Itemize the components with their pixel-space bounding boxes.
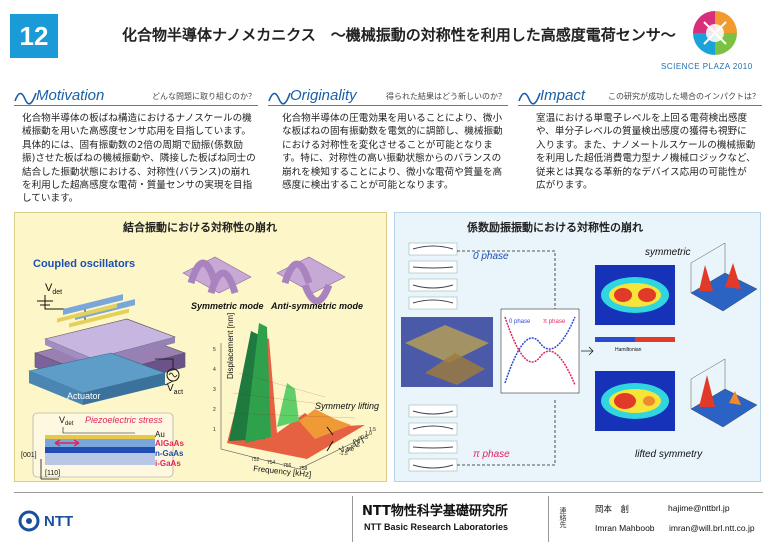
layer-igaas: i-GaAs: [155, 459, 181, 468]
hamiltonian-label: Hamiltonian: [615, 347, 642, 353]
plot-tick-labels: 5 4 3 2 1 752 754 756 758 1.5 1.0 0.5 0 …: [213, 347, 376, 472]
v-tick: 1.0: [365, 431, 372, 437]
actuator-label: Actuator: [67, 391, 101, 401]
axis-110-label: [110]: [45, 470, 60, 477]
wave-deco-icon: [14, 92, 37, 105]
legend-pi-phase: π phase: [543, 319, 566, 325]
section-name: Motivation: [36, 87, 105, 104]
footer-separator: [352, 496, 353, 542]
z-tick: 5: [213, 347, 216, 353]
v-tick: -0.5: [351, 443, 360, 449]
z-tick: 4: [213, 367, 216, 373]
wave-deco-icon: [268, 92, 291, 105]
v-tick: 0: [357, 439, 360, 445]
coupled-oscillation-panel: 結合振動における対称性の崩れ Coupled oscillators Vdet …: [14, 212, 387, 482]
section-question: 得られた結果はどう新しいのか？: [386, 92, 506, 101]
poster-title: 化合物半導体ナノメカニクス ～機械振動の対称性を利用した高感度電荷センサ～: [122, 26, 676, 44]
vact-label: Vact: [167, 383, 183, 396]
plot-zlabel: Displacement [nm]: [226, 313, 235, 379]
symmetry-lifting-label: Symmetry lifting: [315, 401, 379, 411]
contact2-name: Imran Mahboob: [595, 523, 655, 533]
symmetric-label: symmetric: [645, 247, 691, 258]
freq-tick: 756: [283, 463, 292, 469]
ntt-logo-icon: [18, 510, 40, 532]
displacement-surface-plot: [220, 323, 370, 470]
z-tick: 1: [213, 427, 216, 433]
z-tick: 2: [213, 407, 216, 413]
lab-name-jp: NTT物性科学基礎研究所: [362, 504, 508, 519]
poster-number: 12: [10, 14, 58, 58]
zero-phase-label: 0 phase: [473, 251, 509, 262]
section-name: Originality: [290, 87, 357, 104]
piezo-stress-label: Piezoelectric stress: [85, 415, 163, 425]
antisymmetric-mode-label: Anti-symmetric mode: [270, 301, 363, 311]
vdet-label: Vdet: [45, 282, 62, 296]
probability-plot: [500, 308, 580, 394]
v-tick: -1.0: [345, 447, 354, 453]
pi-phase-snapshots: [408, 404, 458, 472]
coupled-oscillator-figure: Coupled oscillators Vdet Actuator Vact: [21, 256, 379, 480]
footer-separator: [548, 496, 549, 542]
symmetric-mode-label: Symmetric mode: [191, 301, 264, 311]
layer-au: Au: [155, 430, 165, 439]
device-stack: [27, 294, 186, 405]
v-tick: 1.5: [369, 427, 376, 433]
contact2-email[interactable]: imran@will.brl.ntt.co.jp: [669, 523, 755, 533]
layer-algaas: AlGaAs: [155, 439, 184, 448]
panel-title: 係数励振振動における対称性の崩れ: [467, 221, 643, 234]
ntt-wordmark: NTT: [44, 512, 74, 530]
science-plaza-label: SCIENCE PLAZA 2010: [661, 62, 753, 71]
contact1-name: 岡本 創: [595, 505, 630, 515]
parametric-oscillation-panel: 係数励振振動における対称性の崩れ 0 phase π phase 0: [394, 212, 761, 482]
section-question: どんな問題に取り組むのか？: [152, 92, 256, 101]
panel-title: 結合振動における対称性の崩れ: [123, 221, 277, 234]
impact-text: 室温における単電子レベルを上回る電荷検出感度や、単分子レベルの質量検出感度の獲得…: [536, 113, 756, 192]
surface-3d-symmetric: [690, 242, 758, 312]
pi-phase-label: π phase: [473, 449, 510, 460]
coupled-oscillators-label: Coupled oscillators: [33, 258, 135, 270]
stress-arrow-icon: [54, 439, 80, 447]
section-header-motivation: Motivation どんな問題に取り組むのか？: [14, 84, 258, 106]
freq-tick: 754: [267, 460, 276, 466]
parametric-figure: 0 phase π phase 0 phase π phase symmetri…: [401, 242, 758, 472]
motivation-text: 化合物半導体の板ばね構造におけるナノスケールの機械振動を用いた高感度センサ応用を…: [22, 113, 256, 205]
antisymmetric-mode-icon: [276, 256, 346, 305]
section-question: この研究が成功した場合のインパクトは？: [608, 92, 760, 101]
contact1-email[interactable]: hajime@nttbrl.jp: [668, 503, 730, 513]
footer-divider: [14, 492, 763, 493]
axis-001-label: [001]: [21, 452, 37, 459]
freq-tick: 758: [299, 466, 308, 472]
section-name: Impact: [540, 87, 586, 104]
science-plaza-logo: [693, 11, 737, 55]
lab-name-en: NTT Basic Research Laboratories: [364, 522, 509, 532]
inset-vdet-label: Vdet: [59, 415, 74, 427]
section-header-impact: Impact この研究が成功した場合のインパクトは？: [518, 84, 762, 106]
zero-phase-snapshots: [408, 242, 458, 310]
v-tick: 0.5: [361, 435, 368, 441]
lifted-symmetry-label: lifted symmetry: [635, 449, 703, 460]
section-header-originality: Originality 得られた結果はどう新しいのか？: [268, 84, 508, 106]
wave-deco-icon: [518, 92, 541, 105]
layer-ngaas: n-GaAs: [155, 449, 184, 458]
legend-zero-phase: 0 phase: [509, 319, 531, 325]
surface-3d-lifted: [690, 358, 758, 428]
symmetric-mode-icon: [182, 256, 252, 295]
v-tick: -1.5: [339, 451, 348, 457]
ntt-logo: NTT: [18, 510, 73, 532]
contact-label: 連絡先: [559, 507, 567, 528]
originality-text: 化合物半導体の圧電効果を用いることにより、微小な板ばねの固有振動数を電気的に調節…: [282, 113, 503, 192]
freq-tick: 752: [251, 457, 260, 463]
z-tick: 3: [213, 387, 216, 393]
